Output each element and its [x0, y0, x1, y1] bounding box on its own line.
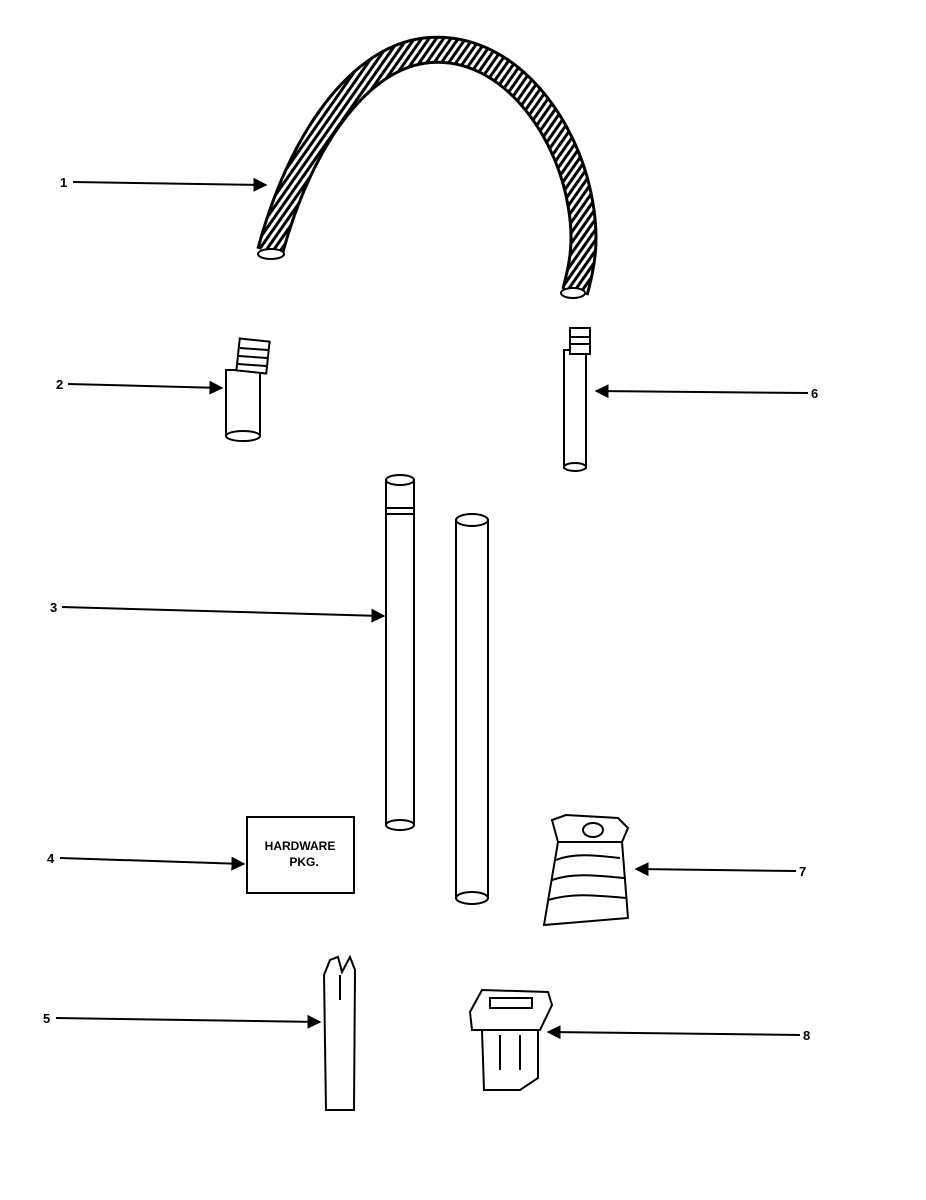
- leader-1: [72, 177, 268, 192]
- leader-7: [634, 862, 797, 877]
- crevice-tool-part: [322, 954, 357, 1111]
- callout-7: 7: [799, 864, 806, 879]
- callout-1: 1: [60, 175, 67, 190]
- callout-5: 5: [43, 1011, 50, 1026]
- dust-bag-part: [542, 813, 630, 927]
- leader-4: [59, 856, 246, 871]
- callout-labels: 1 2 3 4 5 6 7 8: [43, 175, 818, 1043]
- hardware-box-line2: PKG.: [289, 855, 318, 869]
- callout-6: 6: [811, 386, 818, 401]
- callout-4: 4: [47, 851, 55, 866]
- callout-3: 3: [50, 600, 57, 615]
- leader-6: [594, 384, 809, 399]
- leader-5: [55, 1014, 322, 1029]
- extension-wand-part-2: [455, 513, 489, 905]
- callout-2: 2: [56, 377, 63, 392]
- leader-8: [546, 1025, 801, 1040]
- leader-lines: [55, 177, 809, 1040]
- dusting-brush-part: [468, 988, 554, 1091]
- leader-2: [67, 380, 224, 395]
- hose-part: [256, 35, 598, 299]
- extension-wand-part: [385, 474, 415, 831]
- hardware-box-line1: HARDWARE: [265, 839, 336, 853]
- hose-swivel-part: [563, 327, 591, 472]
- hose-coupling-part: [225, 337, 271, 442]
- callout-8: 8: [803, 1028, 810, 1043]
- leader-3: [61, 606, 386, 623]
- hardware-package-part: HARDWARE PKG.: [246, 816, 355, 894]
